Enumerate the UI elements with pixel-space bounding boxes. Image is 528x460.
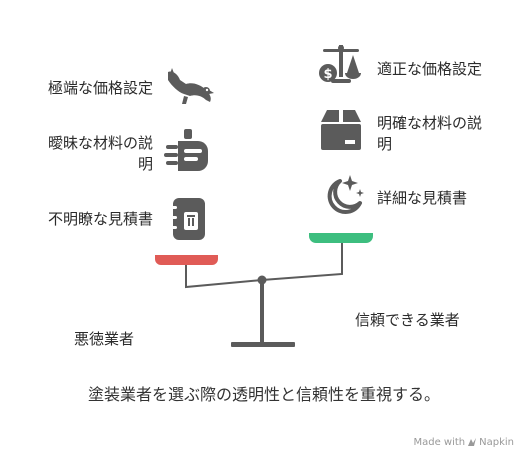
balance-scale [155, 233, 373, 347]
left-item-2-label: 曖昧な材料の説 明 [47, 134, 153, 173]
right-item-2-label: 明確な材料の説 明 [377, 114, 483, 153]
left-pan [155, 255, 218, 265]
balanced-price-icon: $ [319, 45, 361, 83]
right-pan [309, 233, 373, 243]
credit-text: Made with [413, 437, 466, 448]
scale-base [231, 342, 295, 347]
right-side-title: 信頼できる業者 [355, 311, 460, 329]
left-side-title: 悪徳業者 [74, 330, 135, 348]
box-icon [321, 110, 361, 150]
scale-post [260, 284, 264, 342]
caption: 塗装業者を選ぶ際の透明性と信頼性を重視する。 [87, 385, 440, 404]
svg-text:$: $ [323, 67, 332, 82]
credit-brand: Napkin [479, 437, 514, 448]
left-item-3-label: 不明瞭な見積書 [47, 210, 153, 228]
moon-stars-icon [327, 175, 364, 214]
notebook-icon [169, 198, 205, 240]
right-item-1-label: 適正な価格設定 [377, 60, 483, 78]
scale-pivot [257, 275, 267, 285]
vulture-icon [168, 68, 214, 104]
napkin-logo-icon [468, 438, 477, 446]
paint-bucket-icon [164, 129, 208, 171]
made-with-napkin-credit[interactable]: Made with Napkin [413, 437, 514, 448]
left-item-1-label: 極端な価格設定 [47, 79, 153, 97]
right-item-3-label: 詳細な見積書 [377, 189, 468, 207]
